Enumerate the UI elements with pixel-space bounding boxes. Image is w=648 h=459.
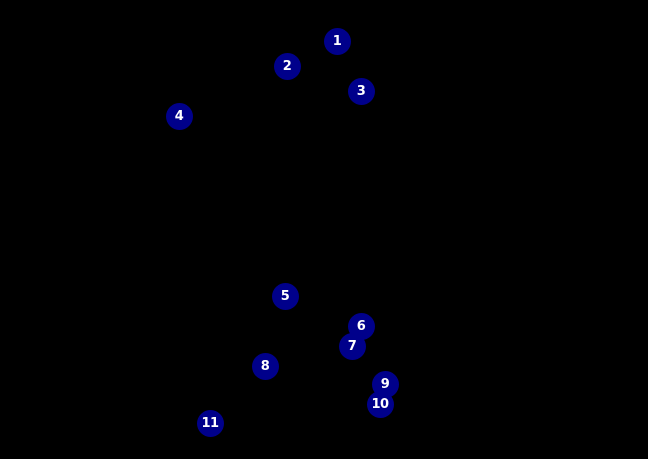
marker-6-label: 6 — [356, 318, 366, 334]
marker-4-label: 4 — [174, 108, 184, 124]
marker-2-label: 2 — [282, 58, 292, 74]
marker-11-label: 11 — [201, 415, 219, 431]
marker-5[interactable]: 5 — [271, 282, 299, 310]
marker-3[interactable]: 3 — [347, 77, 375, 105]
marker-8-label: 8 — [260, 358, 270, 374]
marker-11[interactable]: 11 — [196, 409, 224, 437]
marker-4[interactable]: 4 — [165, 102, 193, 130]
marker-3-label: 3 — [356, 83, 366, 99]
marker-1-label: 1 — [332, 33, 342, 49]
marker-5-label: 5 — [280, 288, 290, 304]
marker-7-label: 7 — [347, 338, 357, 354]
marker-10-label: 10 — [371, 396, 389, 412]
marker-2[interactable]: 2 — [273, 52, 301, 80]
marker-7[interactable]: 7 — [338, 332, 366, 360]
marker-8[interactable]: 8 — [251, 352, 279, 380]
marker-9-label: 9 — [380, 376, 390, 392]
marker-1[interactable]: 1 — [323, 27, 351, 55]
marker-10[interactable]: 10 — [366, 390, 394, 418]
